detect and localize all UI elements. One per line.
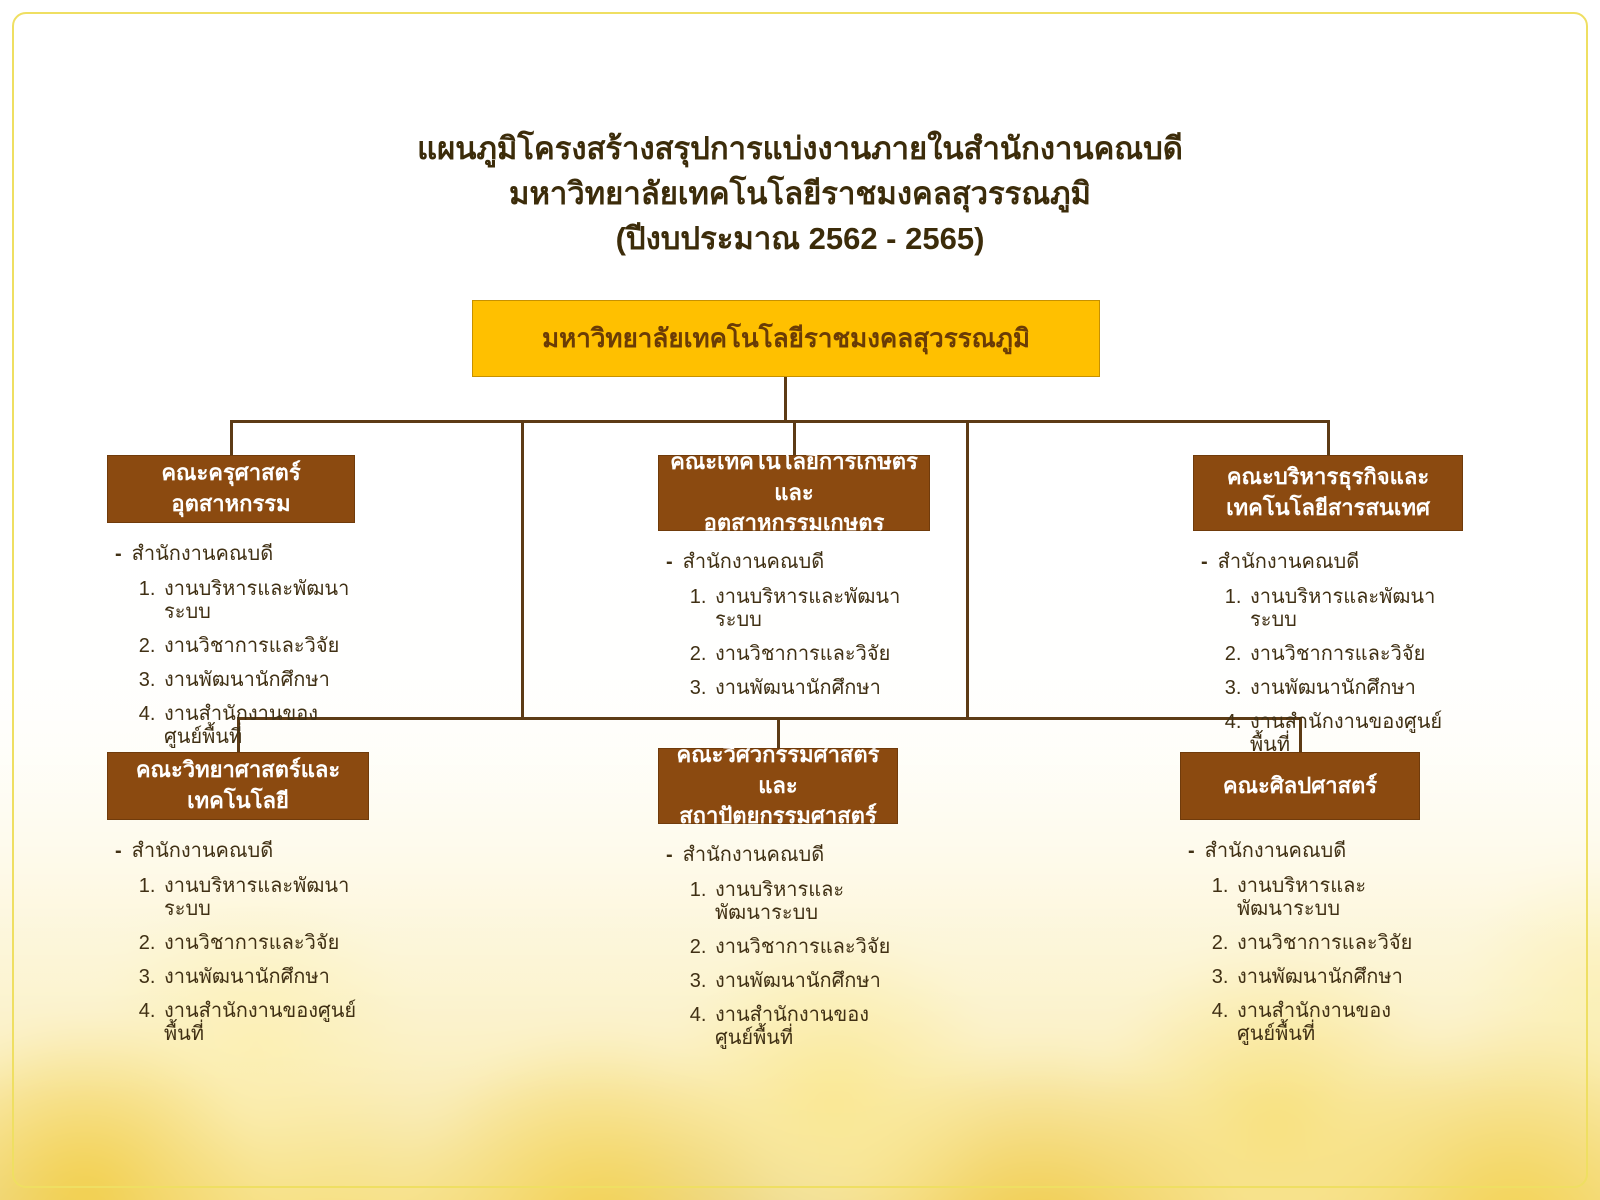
department-item: งานวิชาการและวิจัย	[161, 932, 369, 955]
faculty-group-liberal-arts: คณะศิลปศาสตร์ สำนักงานคณบดี งานบริหารและ…	[1180, 752, 1420, 1057]
department-item: งานบริหารและพัฒนาระบบ	[712, 879, 898, 925]
connector-line	[237, 717, 240, 752]
connector-line	[1327, 420, 1330, 455]
connector-line	[793, 420, 796, 455]
faculty-box: คณะวิทยาศาสตร์และเทคโนโลยี	[107, 752, 369, 820]
dean-office-text: สำนักงานคณบดี	[1217, 551, 1360, 573]
connector-line	[230, 420, 1330, 423]
department-list: งานบริหารและพัฒนาระบบงานวิชาการและวิจัยง…	[666, 879, 898, 1050]
connector-line	[521, 420, 524, 720]
connector-line	[966, 420, 969, 720]
connector-line	[1299, 717, 1302, 752]
faculty-name-line: อุตสาหกรรมเกษตร	[703, 510, 885, 536]
dean-office-text: สำนักงานคณบดี	[682, 844, 825, 866]
department-list: งานบริหารและพัฒนาระบบงานวิชาการและวิจัยง…	[1188, 875, 1420, 1046]
university-root-box: มหาวิทยาลัยเทคโนโลยีราชมงคลสุวรรณภูมิ	[472, 300, 1100, 377]
department-item: งานสำนักงานของศูนย์พื้นที่	[161, 703, 355, 749]
connector-line	[777, 717, 780, 748]
dean-office-text: สำนักงานคณบดี	[1204, 840, 1347, 862]
department-item: งานพัฒนานักศึกษา	[1247, 677, 1463, 700]
faculty-name-line: คณะวิศวกรรมศาสตร์และ	[676, 741, 880, 798]
department-item: งานบริหารและพัฒนาระบบ	[712, 586, 930, 632]
chart-title: แผนภูมิโครงสร้างสรุปการแบ่งงานภายในสำนัก…	[0, 126, 1600, 261]
faculty-box: คณะเทคโนโลยีการเกษตรและ อุตสาหกรรมเกษตร	[658, 449, 930, 535]
faculty-name-line: คณะศิลปศาสตร์	[1222, 772, 1378, 798]
dean-office-label: สำนักงานคณบดี	[115, 834, 369, 866]
dean-office-label: สำนักงานคณบดี	[1201, 545, 1463, 577]
connector-line	[230, 420, 233, 455]
department-item: งานวิชาการและวิจัย	[712, 643, 930, 666]
faculty-group-agricultural-technology: คณะเทคโนโลยีการเกษตรและ อุตสาหกรรมเกษตร …	[658, 449, 930, 711]
department-item: งานสำนักงานของศูนย์พื้นที่	[161, 1000, 369, 1046]
department-item: งานบริหารและพัฒนาระบบ	[1247, 586, 1463, 632]
faculty-name-line: คณะเทคโนโลยีการเกษตรและ	[670, 448, 918, 505]
faculty-detail-list: สำนักงานคณบดี งานบริหารและพัฒนาระบบงานวิ…	[658, 545, 930, 700]
faculty-detail-list: สำนักงานคณบดี งานบริหารและพัฒนาระบบงานวิ…	[1193, 545, 1463, 757]
faculty-name-line: คณะวิทยาศาสตร์และเทคโนโลยี	[135, 757, 341, 813]
dean-office-label: สำนักงานคณบดี	[666, 545, 930, 577]
dean-office-text: สำนักงานคณบดี	[131, 543, 274, 565]
department-item: งานพัฒนานักศึกษา	[712, 970, 898, 993]
faculty-detail-list: สำนักงานคณบดี งานบริหารและพัฒนาระบบงานวิ…	[1180, 834, 1420, 1046]
department-item: งานพัฒนานักศึกษา	[712, 677, 930, 700]
faculty-detail-list: สำนักงานคณบดี งานบริหารและพัฒนาระบบงานวิ…	[107, 834, 369, 1046]
dean-office-text: สำนักงานคณบดี	[131, 840, 274, 862]
department-item: งานวิชาการและวิจัย	[712, 936, 898, 959]
dean-office-text: สำนักงานคณบดี	[682, 551, 825, 573]
department-item: งานวิชาการและวิจัย	[1234, 932, 1420, 955]
faculty-name-line: คณะบริหารธุรกิจและ	[1226, 464, 1430, 490]
department-item: งานบริหารและพัฒนาระบบ	[161, 875, 369, 921]
faculty-name-line: เทคโนโลยีสารสนเทศ	[1226, 495, 1430, 520]
chart-title-line-1: แผนภูมิโครงสร้างสรุปการแบ่งงานภายในสำนัก…	[417, 131, 1183, 166]
chart-title-line-3: (ปีงบประมาณ 2562 - 2565)	[615, 221, 985, 256]
department-item: งานบริหารและพัฒนาระบบ	[161, 578, 355, 624]
dean-office-label: สำนักงานคณบดี	[115, 537, 355, 569]
department-item: งานสำนักงานของศูนย์พื้นที่	[712, 1004, 898, 1050]
dean-office-label: สำนักงานคณบดี	[1188, 834, 1420, 866]
department-item: งานบริหารและพัฒนาระบบ	[1234, 875, 1420, 921]
department-item: งานพัฒนานักศึกษา	[161, 966, 369, 989]
faculty-box: คณะวิศวกรรมศาสตร์และ สถาปัตยกรรมศาสตร์	[658, 742, 898, 828]
department-item: งานวิชาการและวิจัย	[1247, 643, 1463, 666]
faculty-detail-list: สำนักงานคณบดี งานบริหารและพัฒนาระบบงานวิ…	[107, 537, 355, 749]
faculty-group-industrial-education: คณะครุศาสตร์อุตสาหกรรม สำนักงานคณบดี งาน…	[107, 455, 355, 760]
department-item: งานสำนักงานของศูนย์พื้นที่	[1234, 1000, 1420, 1046]
faculty-box: คณะครุศาสตร์อุตสาหกรรม	[107, 455, 355, 523]
department-list: งานบริหารและพัฒนาระบบงานวิชาการและวิจัยง…	[666, 586, 930, 700]
faculty-group-science-technology: คณะวิทยาศาสตร์และเทคโนโลยี สำนักงานคณบดี…	[107, 752, 369, 1057]
faculty-group-engineering-architecture: คณะวิศวกรรมศาสตร์และ สถาปัตยกรรมศาสตร์ ส…	[658, 742, 898, 1061]
faculty-box: คณะบริหารธุรกิจและ เทคโนโลยีสารสนเทศ	[1193, 455, 1463, 531]
department-item: งานพัฒนานักศึกษา	[161, 669, 355, 692]
department-item: งานวิชาการและวิจัย	[161, 635, 355, 658]
faculty-group-business-administration: คณะบริหารธุรกิจและ เทคโนโลยีสารสนเทศ สำน…	[1193, 455, 1463, 768]
department-list: งานบริหารและพัฒนาระบบงานวิชาการและวิจัยง…	[115, 578, 355, 749]
connector-line	[784, 377, 787, 422]
faculty-detail-list: สำนักงานคณบดี งานบริหารและพัฒนาระบบงานวิ…	[658, 838, 898, 1050]
university-root-label: มหาวิทยาลัยเทคโนโลยีราชมงคลสุวรรณภูมิ	[541, 323, 1031, 353]
chart-title-line-2: มหาวิทยาลัยเทคโนโลยีราชมงคลสุวรรณภูมิ	[509, 176, 1091, 211]
dean-office-label: สำนักงานคณบดี	[666, 838, 898, 870]
faculty-box: คณะศิลปศาสตร์	[1180, 752, 1420, 820]
connector-line	[237, 717, 1302, 720]
department-item: งานสำนักงานของศูนย์พื้นที่	[1247, 711, 1463, 757]
department-list: งานบริหารและพัฒนาระบบงานวิชาการและวิจัยง…	[115, 875, 369, 1046]
department-list: งานบริหารและพัฒนาระบบงานวิชาการและวิจัยง…	[1201, 586, 1463, 757]
department-item: งานพัฒนานักศึกษา	[1234, 966, 1420, 989]
faculty-name-line: สถาปัตยกรรมศาสตร์	[679, 803, 877, 829]
faculty-name-line: คณะครุศาสตร์อุตสาหกรรม	[161, 460, 301, 516]
